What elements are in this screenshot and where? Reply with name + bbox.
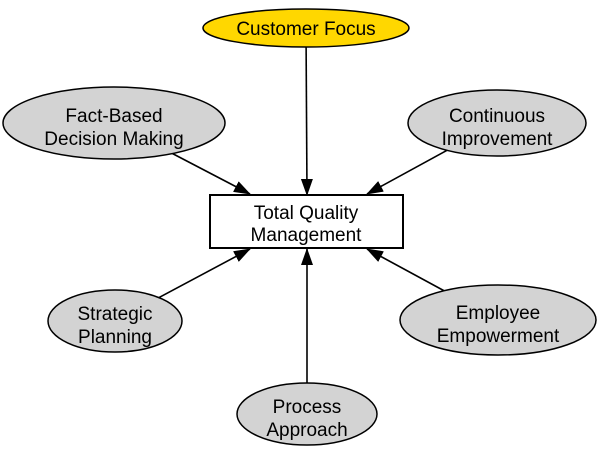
label-strategic-planning-line2: Planning (78, 327, 152, 348)
node-employee-empowerment (399, 284, 597, 356)
labels-group: Customer Focus Fact-Based Decision Makin… (44, 19, 560, 441)
node-total-quality-management (209, 194, 404, 249)
label-employee-empowerment-line2: Empowerment (437, 326, 560, 347)
label-fact-based-line2: Decision Making (44, 129, 183, 150)
label-fact-based-line1: Fact-Based (65, 106, 162, 127)
label-process-approach-line2: Approach (266, 420, 347, 441)
node-continuous-improvement (407, 89, 587, 157)
label-continuous-improvement-line2: Improvement (442, 129, 554, 150)
label-continuous-improvement-line1: Continuous (449, 106, 545, 127)
label-process-approach-line1: Process (273, 397, 342, 418)
nodes-group (2, 8, 597, 446)
label-strategic-planning-line1: Strategic (78, 304, 153, 325)
node-process-approach (236, 382, 378, 446)
label-employee-empowerment-line1: Employee (456, 303, 541, 324)
edge-customer-focus-to-tqm (300, 27, 313, 196)
label-tqm-line1: Total Quality (254, 203, 359, 224)
label-customer-focus: Customer Focus (236, 19, 375, 40)
node-fact-based-decision-making (2, 86, 226, 160)
label-tqm-line2: Management (251, 225, 363, 246)
node-customer-focus (202, 8, 410, 48)
node-strategic-planning (47, 289, 183, 353)
